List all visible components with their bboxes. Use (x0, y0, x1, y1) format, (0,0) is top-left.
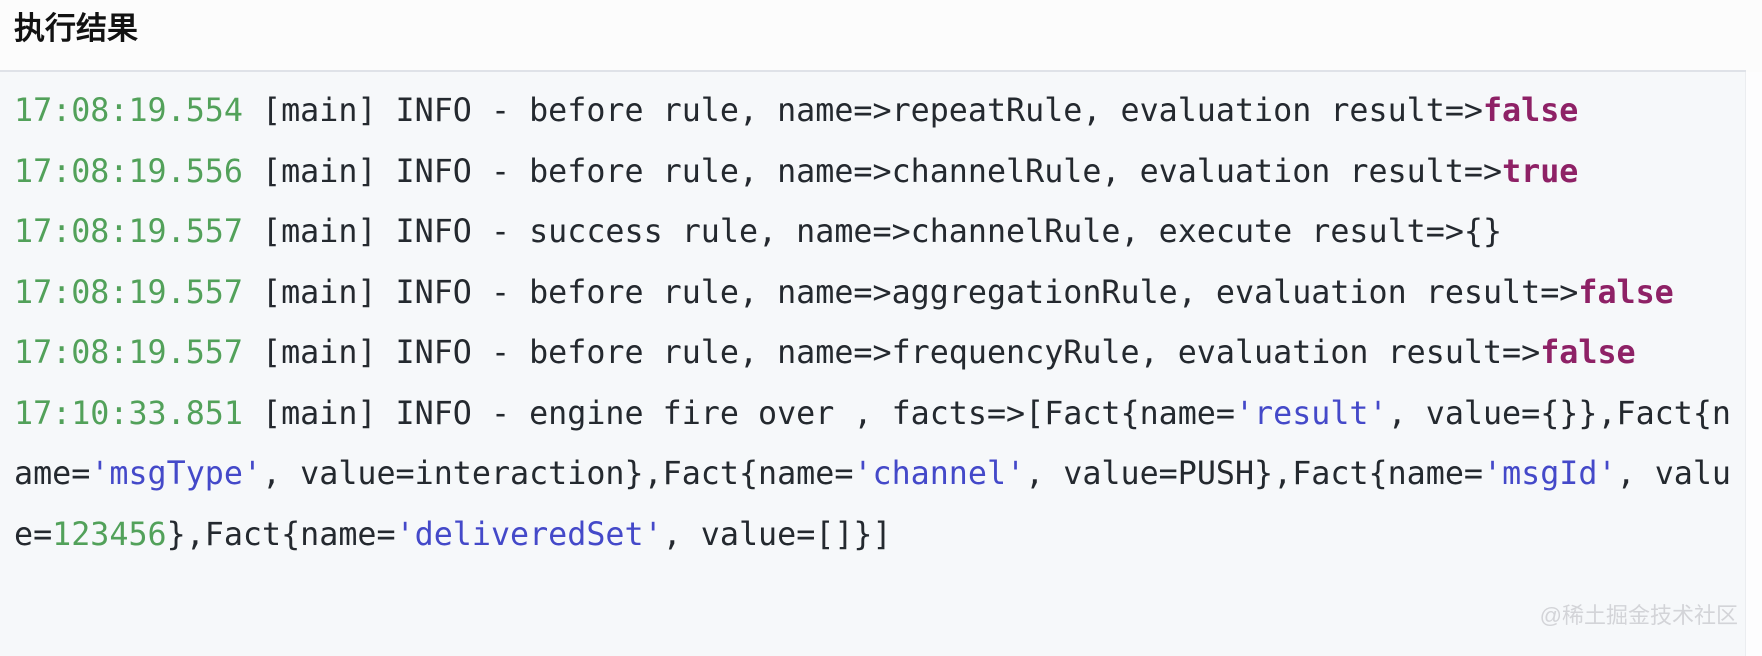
log-segment-plain: , value={}},Fact{name= (14, 395, 1731, 493)
log-segment-plain: [main] INFO - before rule, name=>frequen… (242, 335, 1541, 371)
log-lines-container: 17:08:19.554 [main] INFO - before rule, … (14, 81, 1740, 565)
log-segment-string: 'msgType' (90, 456, 263, 492)
log-segment-time: 17:08:19.557 (14, 274, 243, 311)
log-segment-time: 17:08:19.557 (14, 214, 243, 250)
log-segment-plain: , value=[]}] (662, 516, 892, 553)
log-segment-plain: },Fact{name= (166, 516, 396, 553)
log-segment-string: 'channel' (853, 456, 1026, 492)
log-segment-plain: , value=PUSH},Fact{name= (1025, 456, 1483, 492)
log-segment-plain: , value= (14, 456, 1732, 553)
log-segment-string: 'msgId' (1483, 456, 1617, 492)
log-segment-plain: [main] INFO - before rule, name=>aggrega… (242, 274, 1579, 311)
log-output-block: 17:08:19.554 [main] INFO - before rule, … (0, 72, 1746, 656)
log-line: 17:10:33.851 [main] INFO - engine fire o… (14, 384, 1740, 566)
log-segment-string: 'deliveredSet' (395, 516, 663, 553)
log-segment-time: 17:08:19.556 (14, 153, 243, 190)
log-line: 17:08:19.557 [main] INFO - success rule,… (14, 202, 1740, 263)
log-segment-plain: [main] INFO - before rule, name=>channel… (242, 153, 1503, 190)
section-divider (0, 70, 1746, 72)
log-line: 17:08:19.556 [main] INFO - before rule, … (14, 142, 1740, 203)
section-title: 执行结果 (14, 11, 138, 47)
log-line: 17:08:19.554 [main] INFO - before rule, … (14, 81, 1740, 142)
watermark-text: @稀土掘金技术社区 (1539, 603, 1738, 628)
log-segment-plain: [main] INFO - before rule, name=>repeatR… (242, 93, 1483, 129)
log-segment-time: 17:08:19.557 (14, 335, 243, 371)
log-line: 17:08:19.557 [main] INFO - before rule, … (14, 323, 1740, 384)
log-line: 17:08:19.557 [main] INFO - before rule, … (14, 263, 1740, 324)
log-segment-plain: , value=interaction},Fact{name= (262, 456, 854, 492)
log-segment-time: 17:08:19.554 (14, 93, 243, 129)
log-segment-bool: false (1540, 335, 1636, 371)
log-segment-bool: false (1578, 274, 1674, 311)
log-segment-time: 17:10:33.851 (14, 395, 243, 432)
right-gutter[interactable] (1745, 72, 1762, 656)
log-segment-string: 'result' (1234, 395, 1388, 432)
log-segment-number: 123456 (52, 516, 167, 553)
log-segment-plain: [main] INFO - success rule, name=>channe… (242, 214, 1503, 250)
log-segment-bool: true (1502, 153, 1579, 190)
log-segment-bool: false (1482, 93, 1579, 129)
log-segment-plain: [main] INFO - engine fire over , facts=>… (242, 395, 1235, 432)
